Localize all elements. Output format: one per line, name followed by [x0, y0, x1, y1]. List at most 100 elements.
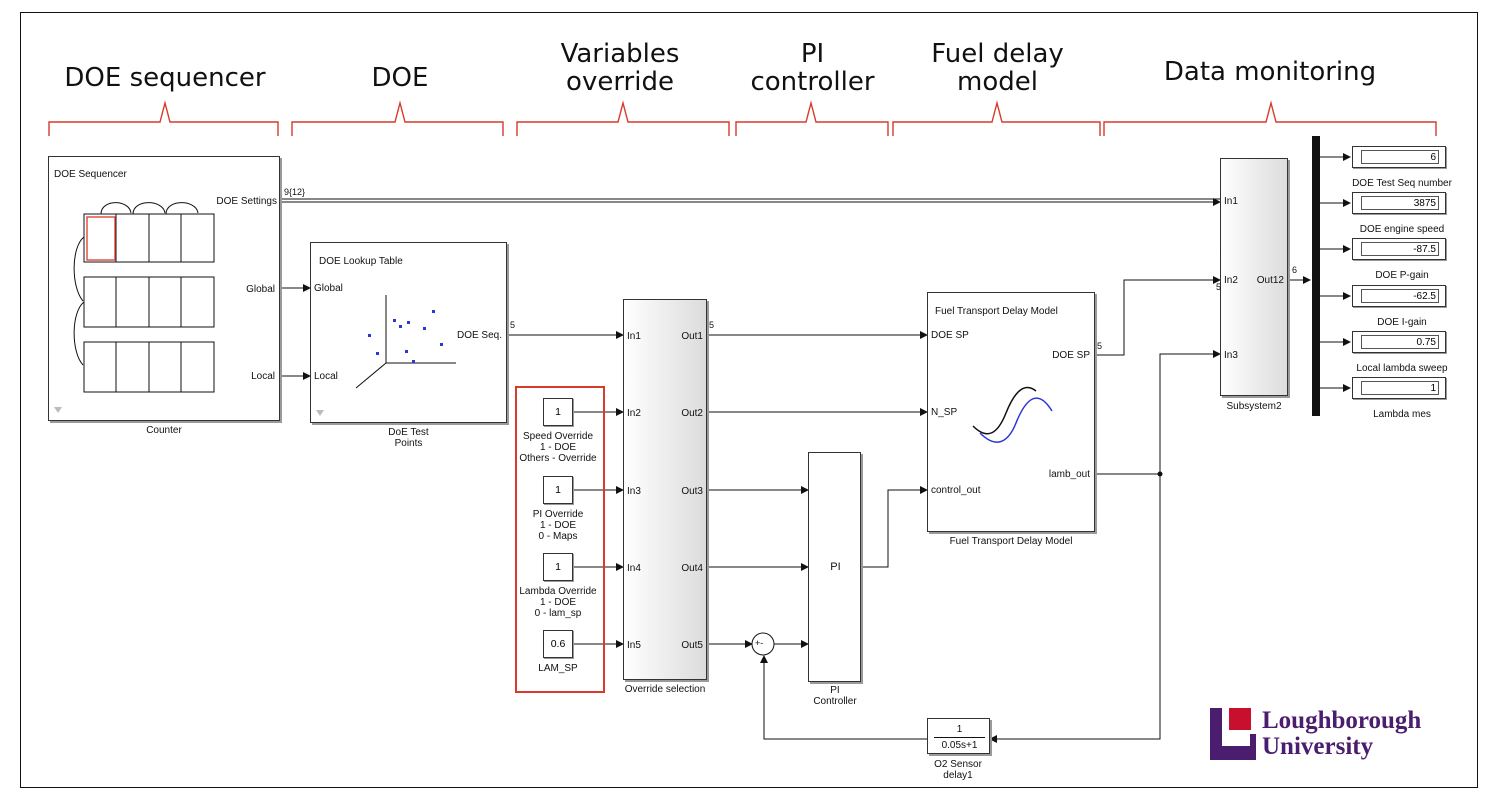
- lookup-scatter-icon: [316, 295, 456, 416]
- override-in5: In5: [627, 640, 641, 651]
- override-out5: Out5: [681, 640, 703, 651]
- fuel-in-n-sp: N_SP: [931, 407, 958, 418]
- subsystem-caption: Subsystem2: [1226, 401, 1282, 412]
- fuel-in-doe-sp: DOE SP: [931, 330, 969, 341]
- lookup-port-global: Global: [314, 283, 343, 294]
- pi-controller-block[interactable]: PI: [808, 452, 861, 682]
- fuel-caption: Fuel Transport Delay Model: [949, 536, 1073, 547]
- university-name-line1: Loughborough: [1262, 707, 1422, 734]
- override-out4: Out4: [681, 563, 703, 574]
- speed-override-caption: Speed Override 1 - DOE Others - Override: [519, 431, 597, 464]
- section-title-doe-sequencer: DOE sequencer: [64, 63, 266, 93]
- subsystem-in-signal: 5: [1216, 282, 1222, 292]
- display-value: 3875: [1361, 196, 1439, 210]
- section-title-fuel-delay-model: Fuel delay model: [931, 39, 1064, 97]
- lam-sp-caption: LAM_SP: [538, 663, 578, 674]
- display-label-doe-test-seq-number: DOE Test Seq number: [1352, 178, 1452, 189]
- subsystem-in1: In1: [1224, 196, 1238, 207]
- lookup-port-local: Local: [314, 371, 338, 382]
- brace-variables-override: [516, 100, 730, 136]
- override-signal-label: 5: [709, 320, 715, 330]
- brace-data-monitoring: [1103, 100, 1437, 136]
- display-value: 0.75: [1361, 335, 1439, 349]
- university-crest-icon: [1210, 708, 1256, 760]
- lookup-title: DOE Lookup Table: [319, 256, 403, 267]
- display-lambda-mes[interactable]: 1: [1352, 377, 1446, 399]
- override-in3: In3: [627, 486, 641, 497]
- section-title-data-monitoring: Data monitoring: [1163, 57, 1377, 87]
- lambda-override-constant[interactable]: 1: [543, 553, 573, 581]
- sequencer-out-global: Global: [246, 284, 275, 295]
- loughborough-university-logo: Loughborough University: [1210, 706, 1460, 766]
- display-label-doe-engine-speed: DOE engine speed: [1359, 224, 1445, 235]
- subsystem2-block[interactable]: In1 In2 In3 Out12: [1220, 158, 1288, 396]
- diagram-frame: [20, 12, 1478, 788]
- doe-lookup-table-block[interactable]: DOE Lookup Table Global Local DOE Seq.: [310, 242, 507, 423]
- sequencer-grid-icon: [54, 202, 215, 413]
- fuel-out-doe-sp: DOE SP: [1052, 350, 1090, 361]
- subsystem-out-signal: 6: [1292, 265, 1298, 275]
- override-in4: In4: [627, 563, 641, 574]
- sensor-fraction-line: [934, 737, 985, 738]
- branch-point: [1157, 471, 1163, 477]
- subsystem-in2: In2: [1224, 275, 1238, 286]
- fuel-transport-delay-block[interactable]: Fuel Transport Delay Model DOE SP N_SP c…: [927, 292, 1095, 532]
- override-selection-block[interactable]: In1 In2 In3 In4 In5 Out1 Out2 Out3 Out4 …: [623, 299, 707, 680]
- fuel-out-lamb-out: lamb_out: [1048, 469, 1090, 480]
- speed-override-constant[interactable]: 1: [543, 398, 573, 426]
- sum-block[interactable]: [751, 632, 775, 656]
- brace-pi-controller: [735, 100, 889, 136]
- override-out1: Out1: [681, 331, 703, 342]
- sensor-numerator: 1: [956, 724, 963, 735]
- wire-sensor-sum: [760, 655, 927, 740]
- display-label-local-lambda-sweep: Local lambda sweep: [1356, 363, 1448, 374]
- display-value: 1: [1361, 381, 1439, 395]
- section-braces: [48, 100, 1437, 136]
- pi-override-caption: PI Override 1 - DOE 0 - Maps: [532, 509, 584, 542]
- doe-sequencer-block[interactable]: DOE Sequencer DOE Settings Global Local: [48, 156, 280, 421]
- subsystem-out12: Out12: [1256, 275, 1284, 286]
- brace-fuel-delay-model: [892, 100, 1101, 136]
- lookup-caption: DoE Test Points: [388, 427, 429, 449]
- display-doe-test-seq-number[interactable]: 6: [1352, 146, 1446, 168]
- brace-doe-sequencer: [48, 100, 279, 136]
- override-in1: In1: [627, 331, 641, 342]
- pi-label: PI: [830, 561, 841, 573]
- override-in2: In2: [627, 408, 641, 419]
- fuel-delay-wave-icon: [972, 386, 1053, 443]
- display-label-doe-i-gain: DOE I-gain: [1377, 317, 1427, 328]
- section-title-variables-override: Variables override: [560, 39, 680, 97]
- university-name: Loughborough University: [1262, 708, 1421, 760]
- display-label-lambda-mes: Lambda mes: [1373, 409, 1431, 420]
- display-doe-i-gain[interactable]: -62.5: [1352, 285, 1446, 307]
- fuel-title: Fuel Transport Delay Model: [935, 306, 1058, 317]
- lookup-out-label: DOE Seq.: [456, 330, 502, 341]
- sensor-caption: O2 Sensor delay1: [934, 759, 982, 781]
- demux-bar: [1312, 136, 1320, 416]
- sequencer-out-label: DOE Settings: [216, 196, 277, 207]
- display-value: -87.5: [1361, 242, 1439, 256]
- fuel-signal-label: 5: [1097, 341, 1103, 351]
- pi-override-constant[interactable]: 1: [543, 476, 573, 504]
- sequencer-out-local: Local: [251, 371, 275, 382]
- o2-sensor-delay-block[interactable]: 1 0.05s+1: [927, 718, 990, 754]
- wire-lamb-in3: [1159, 350, 1221, 474]
- subsystem-in3: In3: [1224, 350, 1238, 361]
- lam-sp-constant[interactable]: 0.6: [543, 630, 573, 658]
- sum-signs: +-: [755, 638, 764, 648]
- display-value: 6: [1361, 150, 1439, 164]
- display-local-lambda-sweep[interactable]: 0.75: [1352, 331, 1446, 353]
- lookup-signal-label: 5: [510, 320, 516, 330]
- display-value: -62.5: [1361, 289, 1439, 303]
- fuel-in-control-out: control_out: [931, 485, 981, 496]
- wire-pi-out: [861, 486, 928, 568]
- display-doe-p-gain[interactable]: -87.5: [1352, 238, 1446, 260]
- override-out3: Out3: [681, 486, 703, 497]
- sequencer-signal-label: 9{12}: [284, 187, 306, 197]
- override-caption: Override selection: [624, 684, 706, 695]
- sequencer-caption: Counter: [146, 425, 182, 436]
- section-title-doe: DOE: [371, 63, 429, 93]
- display-doe-engine-speed[interactable]: 3875: [1352, 192, 1446, 214]
- brace-doe: [291, 100, 504, 136]
